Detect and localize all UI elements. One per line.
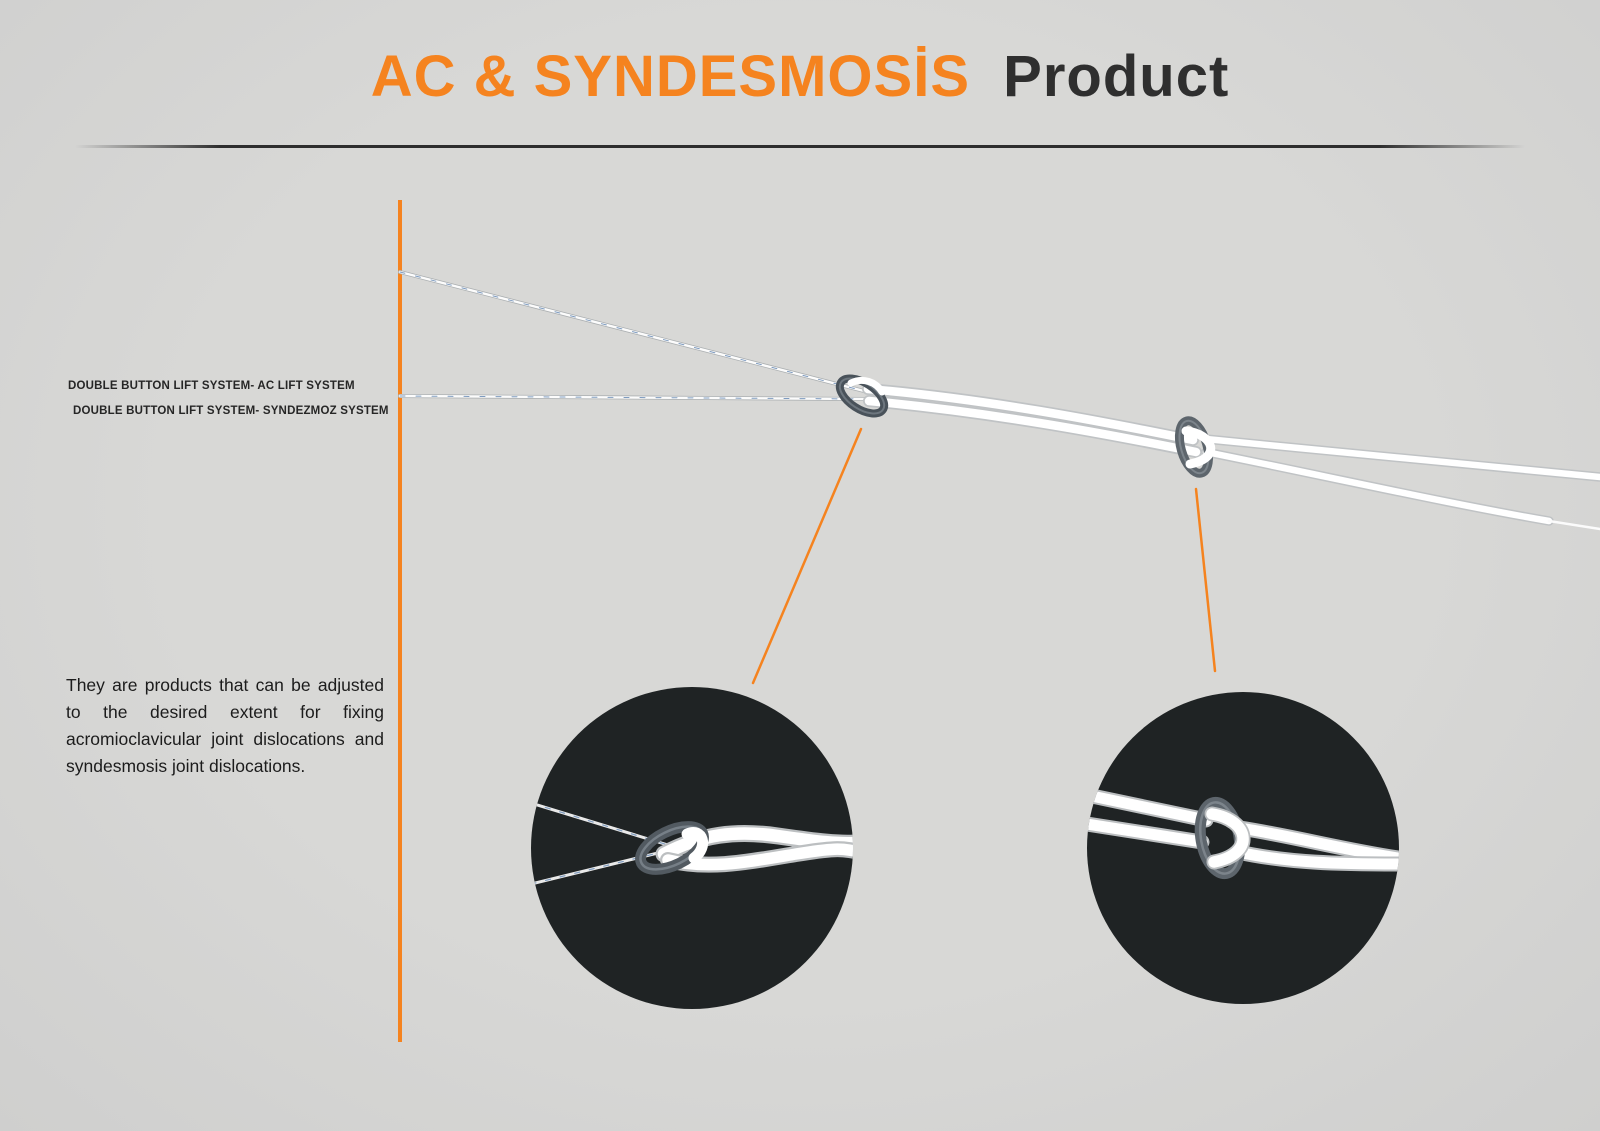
system-labels: DOUBLE BUTTON LIFT SYSTEM- AC LIFT SYSTE…	[68, 379, 389, 418]
callout-line-left	[751, 427, 863, 685]
zoom-inset-right	[1087, 692, 1399, 1004]
page-title-rest: Product	[1003, 44, 1230, 109]
page-title: AC & SYNDESMOSİS Product	[0, 46, 1600, 108]
system-label-ac: DOUBLE BUTTON LIFT SYSTEM- AC LIFT SYSTE…	[68, 380, 355, 392]
round-button	[1174, 416, 1215, 478]
suture-strand-top	[398, 270, 866, 393]
title-divider	[75, 145, 1525, 148]
zoom-inset-left	[531, 687, 853, 1009]
suture-strand-bottom	[398, 394, 868, 401]
accent-vertical-rule	[398, 200, 402, 1042]
system-label-syndesmosis: DOUBLE BUTTON LIFT SYSTEM- SYNDEZMOZ SYS…	[73, 405, 389, 417]
page-title-highlight: AC & SYNDESMOSİS	[370, 44, 971, 109]
suture-rope-mid	[862, 383, 1202, 458]
callout-line-right	[1194, 487, 1217, 673]
suture-rope-right	[1201, 434, 1600, 531]
oblong-button	[835, 374, 889, 418]
product-description: They are products that can be adjusted t…	[66, 675, 384, 776]
